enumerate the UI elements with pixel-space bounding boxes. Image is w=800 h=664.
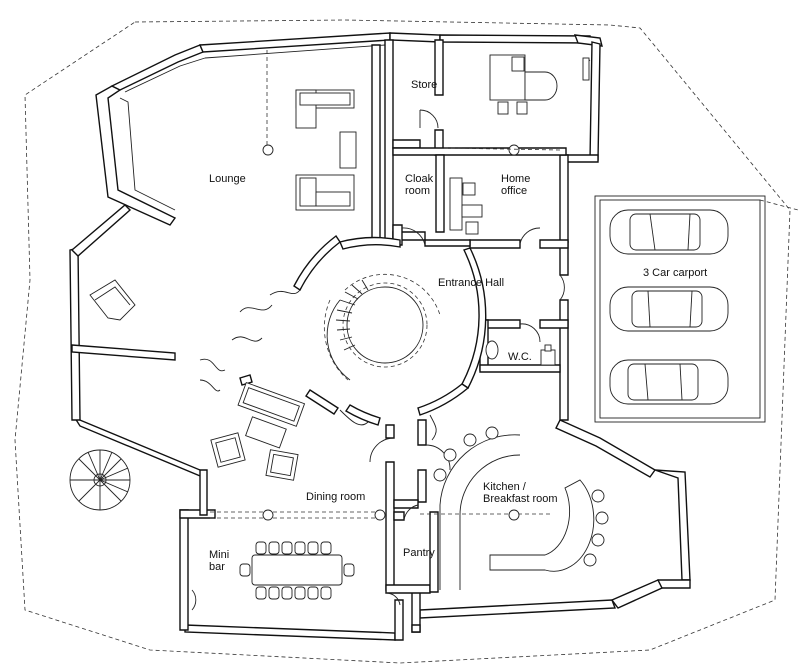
- label-cloak-room-line2: room: [405, 185, 430, 197]
- wc-fixtures: [485, 340, 556, 366]
- lounge-furniture: [89, 50, 357, 321]
- dining-furniture: [69, 381, 386, 600]
- kitchen-furniture: [420, 426, 609, 590]
- label-kitchen-line2: Breakfast room: [483, 493, 558, 505]
- label-home-office-line1: Home: [501, 173, 530, 185]
- label-mini-bar-line1: Mini: [209, 549, 229, 561]
- label-pantry: Pantry: [403, 547, 435, 559]
- doors: [191, 59, 591, 611]
- label-mini-bar-line2: bar: [209, 561, 225, 573]
- label-lounge: Lounge: [209, 173, 246, 185]
- exterior-walls: [69, 32, 691, 641]
- label-dining-room: Dining room: [306, 491, 365, 503]
- label-store: Store: [411, 79, 437, 91]
- label-kitchen-line1: Kitchen /: [483, 481, 527, 493]
- label-cloak-room-line1: Cloak: [405, 173, 434, 185]
- label-home-office-line2: office: [501, 185, 527, 197]
- room-labels: Lounge Store Cloak room Home office Entr…: [209, 79, 707, 573]
- label-entrance-hall: Entrance Hall: [438, 277, 504, 289]
- interior-walls: [239, 39, 569, 641]
- carport: [594, 195, 799, 423]
- rotunda: [293, 234, 487, 426]
- site-boundary: [14, 19, 791, 664]
- label-wc: W.C.: [508, 351, 532, 363]
- label-carport: 3 Car carport: [643, 267, 707, 279]
- office-furniture: [443, 54, 590, 235]
